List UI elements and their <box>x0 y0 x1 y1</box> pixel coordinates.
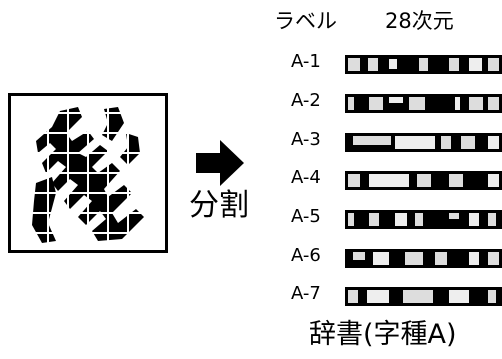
grid-lines <box>10 95 166 251</box>
row-label: A-7 <box>291 283 321 304</box>
row-label: A-5 <box>291 206 321 227</box>
divide-label: 分割 <box>189 188 249 223</box>
row-label: A-3 <box>291 129 321 150</box>
row-label: A-2 <box>291 90 321 111</box>
row-label: A-1 <box>291 51 321 72</box>
feature-strip <box>345 94 502 113</box>
feature-strip <box>345 55 502 74</box>
feature-strip <box>345 133 502 152</box>
row-label: A-6 <box>291 245 321 266</box>
right-arrow-icon <box>196 140 244 186</box>
header-feature-column: 28次元 <box>385 9 454 33</box>
character-grid-image <box>8 93 168 253</box>
feature-strip <box>345 249 502 268</box>
header-label-column: ラベル <box>274 9 337 33</box>
dictionary-caption: 辞書(字種A) <box>309 319 457 350</box>
row-label: A-4 <box>291 167 321 188</box>
feature-strip <box>345 210 502 229</box>
feature-strip <box>345 171 502 190</box>
feature-strip <box>345 287 502 306</box>
